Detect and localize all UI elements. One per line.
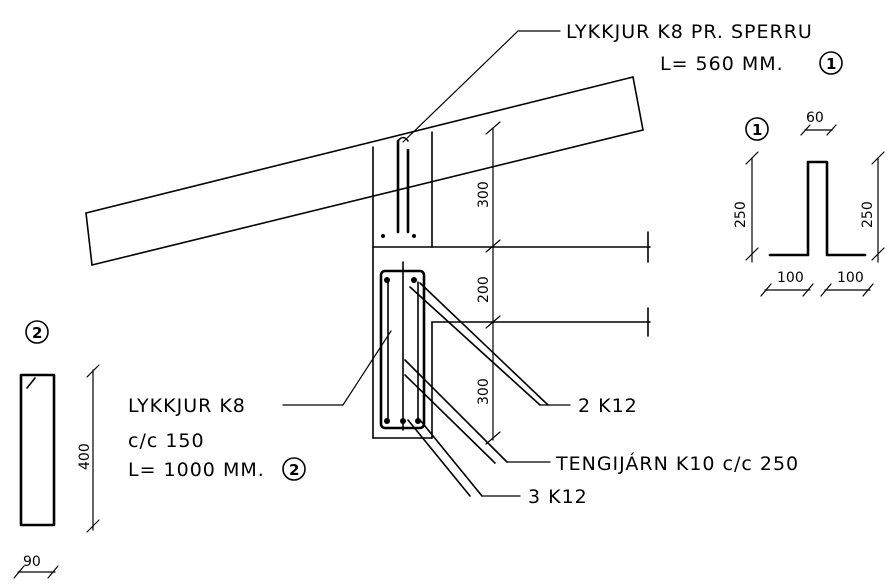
label-left-line1: LYKKJUR K8 bbox=[128, 395, 246, 417]
label-left-line2: c/c 150 bbox=[128, 430, 205, 452]
leader-lines bbox=[282, 30, 571, 497]
wall-dimension-line bbox=[485, 121, 501, 445]
top-marker: 1 bbox=[819, 51, 843, 75]
wall-section bbox=[372, 131, 651, 439]
left-marker: 2 bbox=[282, 457, 306, 481]
dim-detail2-width: 90 bbox=[23, 554, 41, 570]
left-marker-number: 2 bbox=[289, 461, 299, 479]
rafter bbox=[85, 76, 644, 266]
dim-detail1-left-height: 250 bbox=[733, 201, 749, 228]
connection-bars bbox=[404, 282, 549, 497]
dim-detail1-right-height: 250 bbox=[860, 201, 876, 228]
label-2k12: 2 K12 bbox=[578, 395, 638, 417]
dim-wall-bottom: 300 bbox=[476, 378, 492, 405]
dim-wall-mid: 200 bbox=[476, 276, 492, 303]
detail1-marker: 1 bbox=[752, 121, 762, 139]
detail-1: 1 60 250 250 100 100 bbox=[733, 110, 885, 297]
label-left-line3: L= 1000 MM. bbox=[128, 459, 265, 481]
dim-detail1-right-leg: 100 bbox=[837, 270, 864, 286]
top-marker-number: 1 bbox=[826, 55, 836, 73]
label-3k12: 3 K12 bbox=[528, 486, 588, 508]
label-top-line2: L= 560 MM. bbox=[660, 53, 784, 75]
dim-detail1-width: 60 bbox=[806, 110, 824, 126]
beam-reinforcement bbox=[379, 261, 426, 431]
dim-detail1-left-leg: 100 bbox=[777, 270, 804, 286]
label-tengijarn: TENGIJÁRN K10 c/c 250 bbox=[555, 452, 799, 475]
label-top-line1: LYKKJUR K8 PR. SPERRU bbox=[566, 21, 813, 43]
dim-detail2-height: 400 bbox=[77, 443, 93, 470]
dim-wall-top: 300 bbox=[476, 181, 492, 208]
detail-2: 2 400 90 bbox=[13, 320, 100, 579]
rafter-loop-bar bbox=[381, 136, 416, 238]
detail2-marker: 2 bbox=[32, 324, 42, 342]
